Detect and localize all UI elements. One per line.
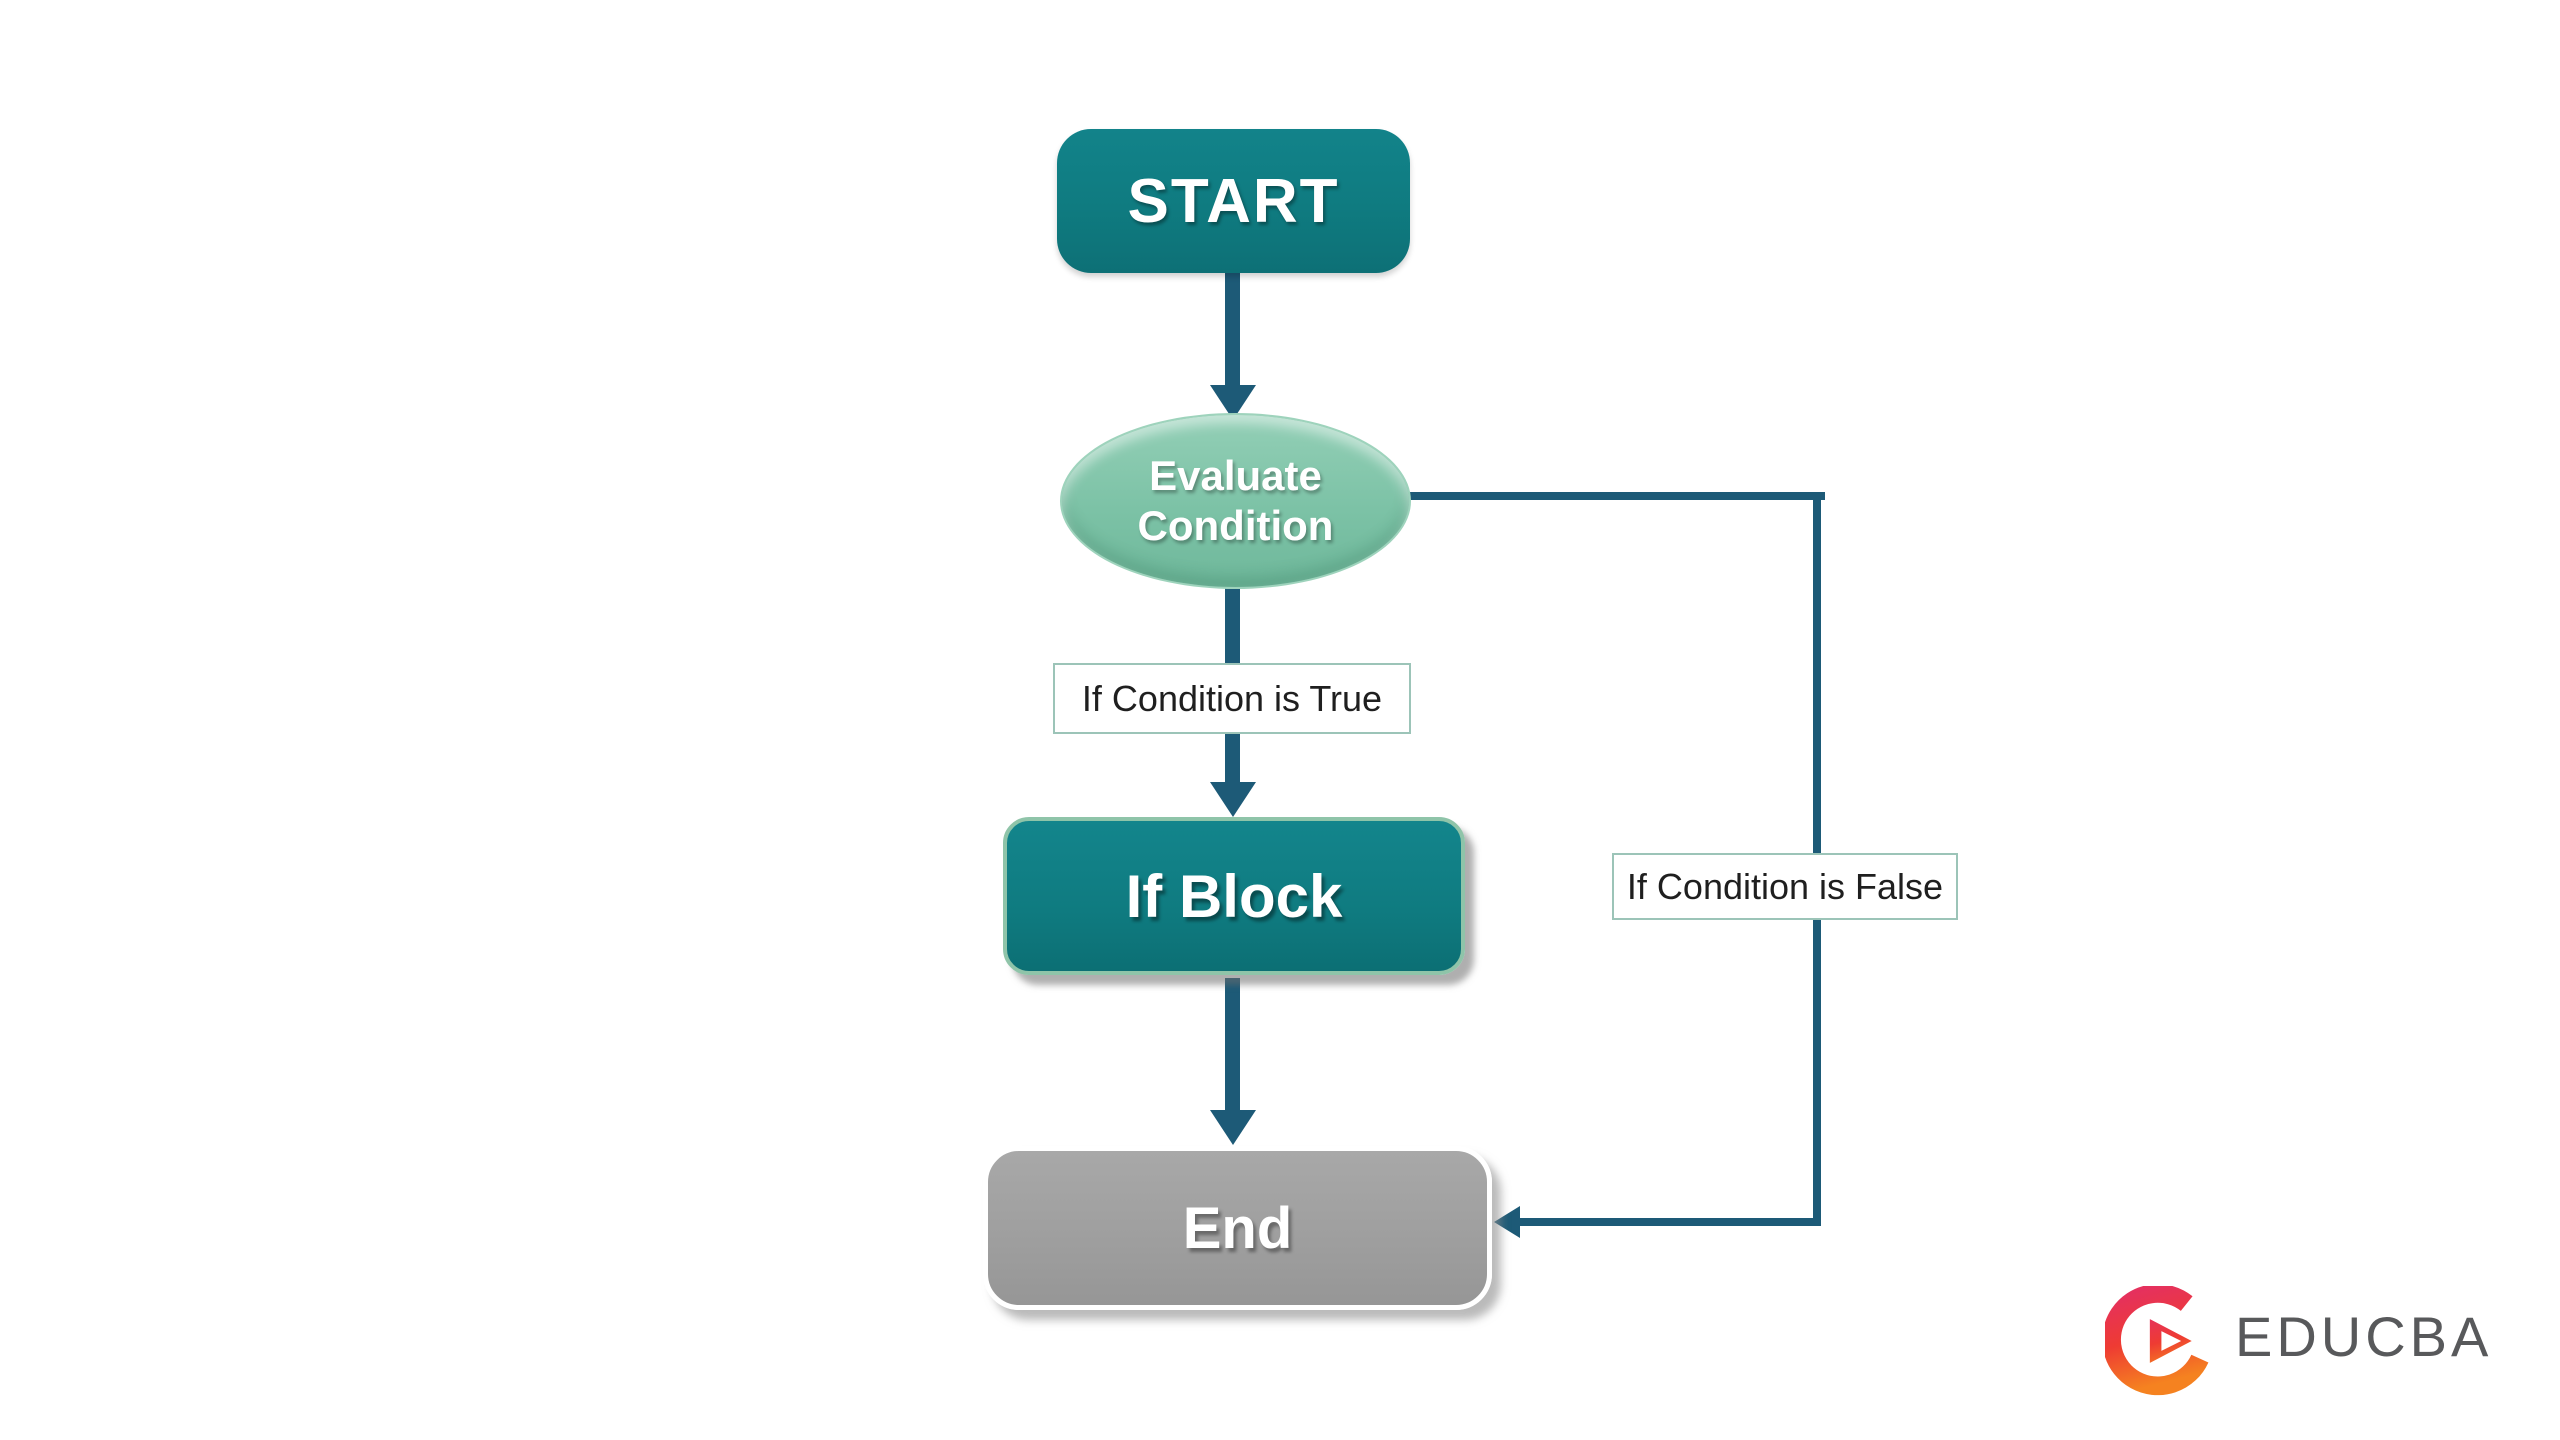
- connector-evaluate-to-truelabel-stem: [1225, 587, 1240, 665]
- educba-logo-text: EDUCBA: [2235, 1303, 2492, 1369]
- arrow-down-icon: [1210, 782, 1256, 817]
- connector-truelabel-to-ifblock-stem: [1225, 732, 1240, 784]
- node-end-label: End: [1182, 1195, 1293, 1261]
- edge-label-false: If Condition is False: [1612, 853, 1958, 920]
- node-evaluate-condition: Evaluate Condition: [1060, 413, 1411, 589]
- connector-start-to-evaluate-stem: [1225, 272, 1240, 386]
- educba-wordmark: EDUCBA: [2235, 1304, 2493, 1368]
- node-if-block-label: If Block: [1125, 862, 1343, 930]
- edge-label-false-text: If Condition is False: [1626, 865, 1944, 907]
- connector-ifblock-to-end-stem: [1225, 978, 1240, 1110]
- node-end: End: [983, 1146, 1492, 1310]
- arrow-down-icon: [1210, 1110, 1256, 1145]
- arrow-left-icon: [1494, 1206, 1520, 1238]
- node-evaluate-condition-label: Evaluate Condition: [1137, 452, 1334, 549]
- node-if-block: If Block: [1003, 817, 1465, 975]
- connector-false-branch-bottom: [1516, 1218, 1821, 1226]
- node-start: START: [1057, 129, 1410, 273]
- connector-false-branch-top: [1408, 492, 1825, 500]
- edge-label-true-text: If Condition is True: [1081, 677, 1383, 719]
- educba-logo-icon: [2102, 1284, 2220, 1396]
- edge-label-true: If Condition is True: [1053, 663, 1411, 734]
- node-start-label: START: [1127, 166, 1340, 236]
